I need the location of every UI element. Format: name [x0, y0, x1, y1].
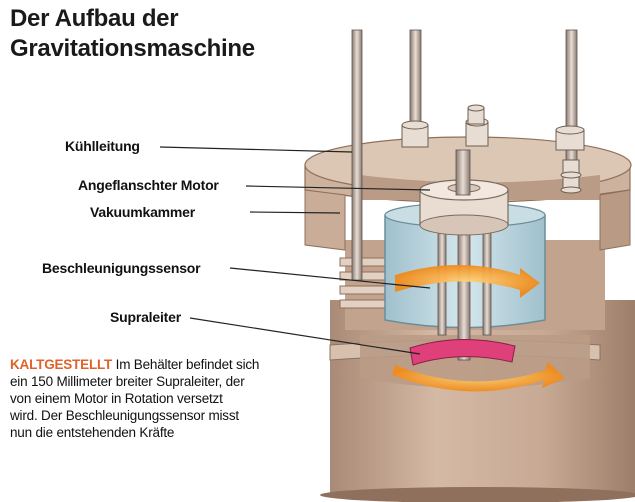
- superconductor-ring: [409, 338, 516, 366]
- rotation-arrow-lower: [392, 362, 565, 392]
- lid-skirt-left: [304, 189, 346, 251]
- caption-line-3: von einem Motor in Rotation versetzt: [10, 391, 223, 406]
- caption-line-1: Im Behälter befindet sich: [112, 357, 260, 372]
- lid-knobs: [401, 104, 585, 194]
- caption-line-4: wird. Der Beschleunigungssensor misst: [10, 408, 239, 423]
- label-vakuumkammer: Vakuumkammer: [90, 204, 195, 220]
- title-line-2: Gravitationsmaschine: [10, 35, 255, 62]
- caption-line-2: ein 150 Millimeter breiter Supraleiter, …: [10, 374, 245, 389]
- caption-line-5: nun die entstehenden Kräfte: [10, 425, 175, 440]
- motor-bottom: [419, 214, 509, 236]
- lower-cylinder-bottom-shade: [320, 487, 635, 502]
- title-line-1: Der Aufbau der: [10, 5, 179, 32]
- page-title: Der Aufbau der Gravitationsmaschine: [10, 4, 255, 64]
- lid-skirt-right: [599, 189, 631, 251]
- label-supraleiter: Supraleiter: [110, 309, 181, 325]
- rotation-arrow-upper: [395, 265, 540, 298]
- label-kuehlleitung: Kühlleitung: [65, 138, 140, 154]
- label-sensor: Beschleunigungssensor: [42, 260, 201, 276]
- caption-keyword: KALTGESTELLT: [10, 357, 113, 372]
- leader-lines: [159, 146, 431, 355]
- label-motor: Angeflanschter Motor: [78, 177, 219, 193]
- caption-text: KALTGESTELLT Im Behälter befindet sich e…: [10, 356, 300, 441]
